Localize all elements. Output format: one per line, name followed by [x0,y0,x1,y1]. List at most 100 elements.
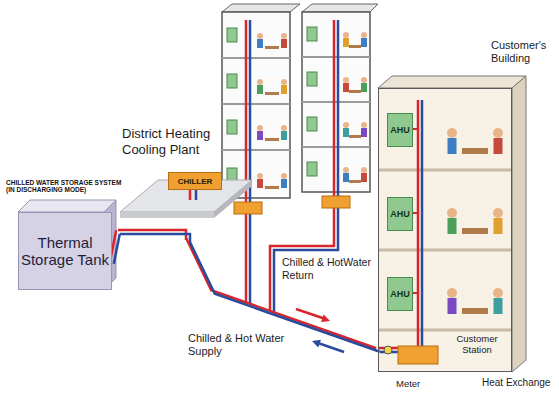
ahu-label: AHU [390,209,410,219]
hot-riser [417,100,420,346]
floor-slab [222,57,290,59]
person-body [448,218,457,234]
person-body [281,85,287,94]
system-note: CHILLED WATER STORAGE SYSTEM (IN DISCHAR… [6,179,128,194]
table [349,180,361,183]
ahu-label: AHU [390,125,410,135]
building-side [512,76,526,372]
person-head [343,77,349,83]
person-head [493,208,503,218]
station-label: Customer Station [448,334,506,356]
cold-pipe [114,234,120,264]
ahu-label: AHU [390,289,410,299]
flow-arrow-shaft [296,309,324,319]
person-body [343,173,349,182]
building-roof [222,4,300,12]
return-label-text: Chilled & HotWater Return [282,256,376,281]
floor-slab [378,169,512,172]
building-heading: Customer's Building [491,39,553,65]
cold-pipe [120,234,190,242]
table [265,138,279,141]
meter-label: Meter [396,378,436,389]
building-outline [222,12,290,198]
person-head [361,122,367,128]
person-body [343,38,349,47]
person-body [257,39,263,48]
floor-slab [222,103,290,105]
person-body [343,83,349,92]
person-head [343,122,349,128]
cooling-plant: District Heating Cooling PlantCHILLER [118,126,252,240]
person-head [257,33,263,39]
heat-exchanger [234,202,262,214]
air-handler [307,162,317,176]
supply-label: Chilled & Hot Water Supply [188,332,300,358]
air-handler [227,120,237,134]
person-body [257,85,263,94]
customer-building: Customer's BuildingAHUAHUAHU [378,88,512,372]
person-head [493,288,503,298]
flow-arrow-head [312,340,321,348]
person-head [493,128,503,138]
cold-pipe [249,20,252,304]
person-body [281,179,287,188]
exchanger-label-text: Heat Exchange [482,377,556,388]
chiller-label: CHILLER [178,177,213,186]
ahu-box: AHU [387,113,413,147]
supply-label-text: Chilled & Hot Water Supply [188,332,300,358]
table [462,228,488,234]
tank-top [18,200,116,212]
air-handler [227,74,237,88]
system-note-text: CHILLED WATER STORAGE SYSTEM (IN DISCHAR… [6,179,128,194]
table [462,308,488,314]
person-head [257,173,263,179]
person-body [448,138,457,154]
person-body [257,179,263,188]
table [265,92,279,95]
person-head [343,167,349,173]
floor-slab [302,146,370,148]
table [349,135,361,138]
person-head [257,79,263,85]
person-body [343,128,349,137]
person-body [281,39,287,48]
cold-pipe [195,190,198,200]
plant-heading: District Heating Cooling Plant [122,126,222,157]
heat-exchanger [322,196,350,208]
table [349,90,361,93]
return-label: Chilled & HotWater Return [282,256,376,281]
person-head [447,288,457,298]
person-head [281,33,287,39]
hot-pipe [245,20,248,302]
exchanger-label: Heat Exchange [482,377,556,388]
person-head [447,208,457,218]
person-head [361,167,367,173]
person-head [281,125,287,131]
person-head [361,32,367,38]
person-body [361,38,367,47]
building-roof [302,4,378,12]
table [265,186,279,189]
person-body [361,128,367,137]
tank-label: Thermal Storage Tank [19,234,111,269]
building-outline [302,12,370,192]
person-body [281,131,287,140]
building-front [378,88,512,372]
hot-pipe [189,190,192,200]
person-head [361,77,367,83]
floor-slab [302,56,370,58]
person-head [447,128,457,138]
cold-riser [421,100,424,346]
air-handler [307,27,317,41]
person-body [494,298,503,314]
person-head [257,125,263,131]
flow-arrow-shaft [318,343,344,352]
air-handler [307,117,317,131]
ahu-box: AHU [387,277,413,311]
meter-label-text: Meter [396,378,436,389]
table [349,45,361,48]
ahu-box: AHU [387,197,413,231]
person-body [494,218,503,234]
table [462,148,488,154]
floor-slab [222,149,290,151]
